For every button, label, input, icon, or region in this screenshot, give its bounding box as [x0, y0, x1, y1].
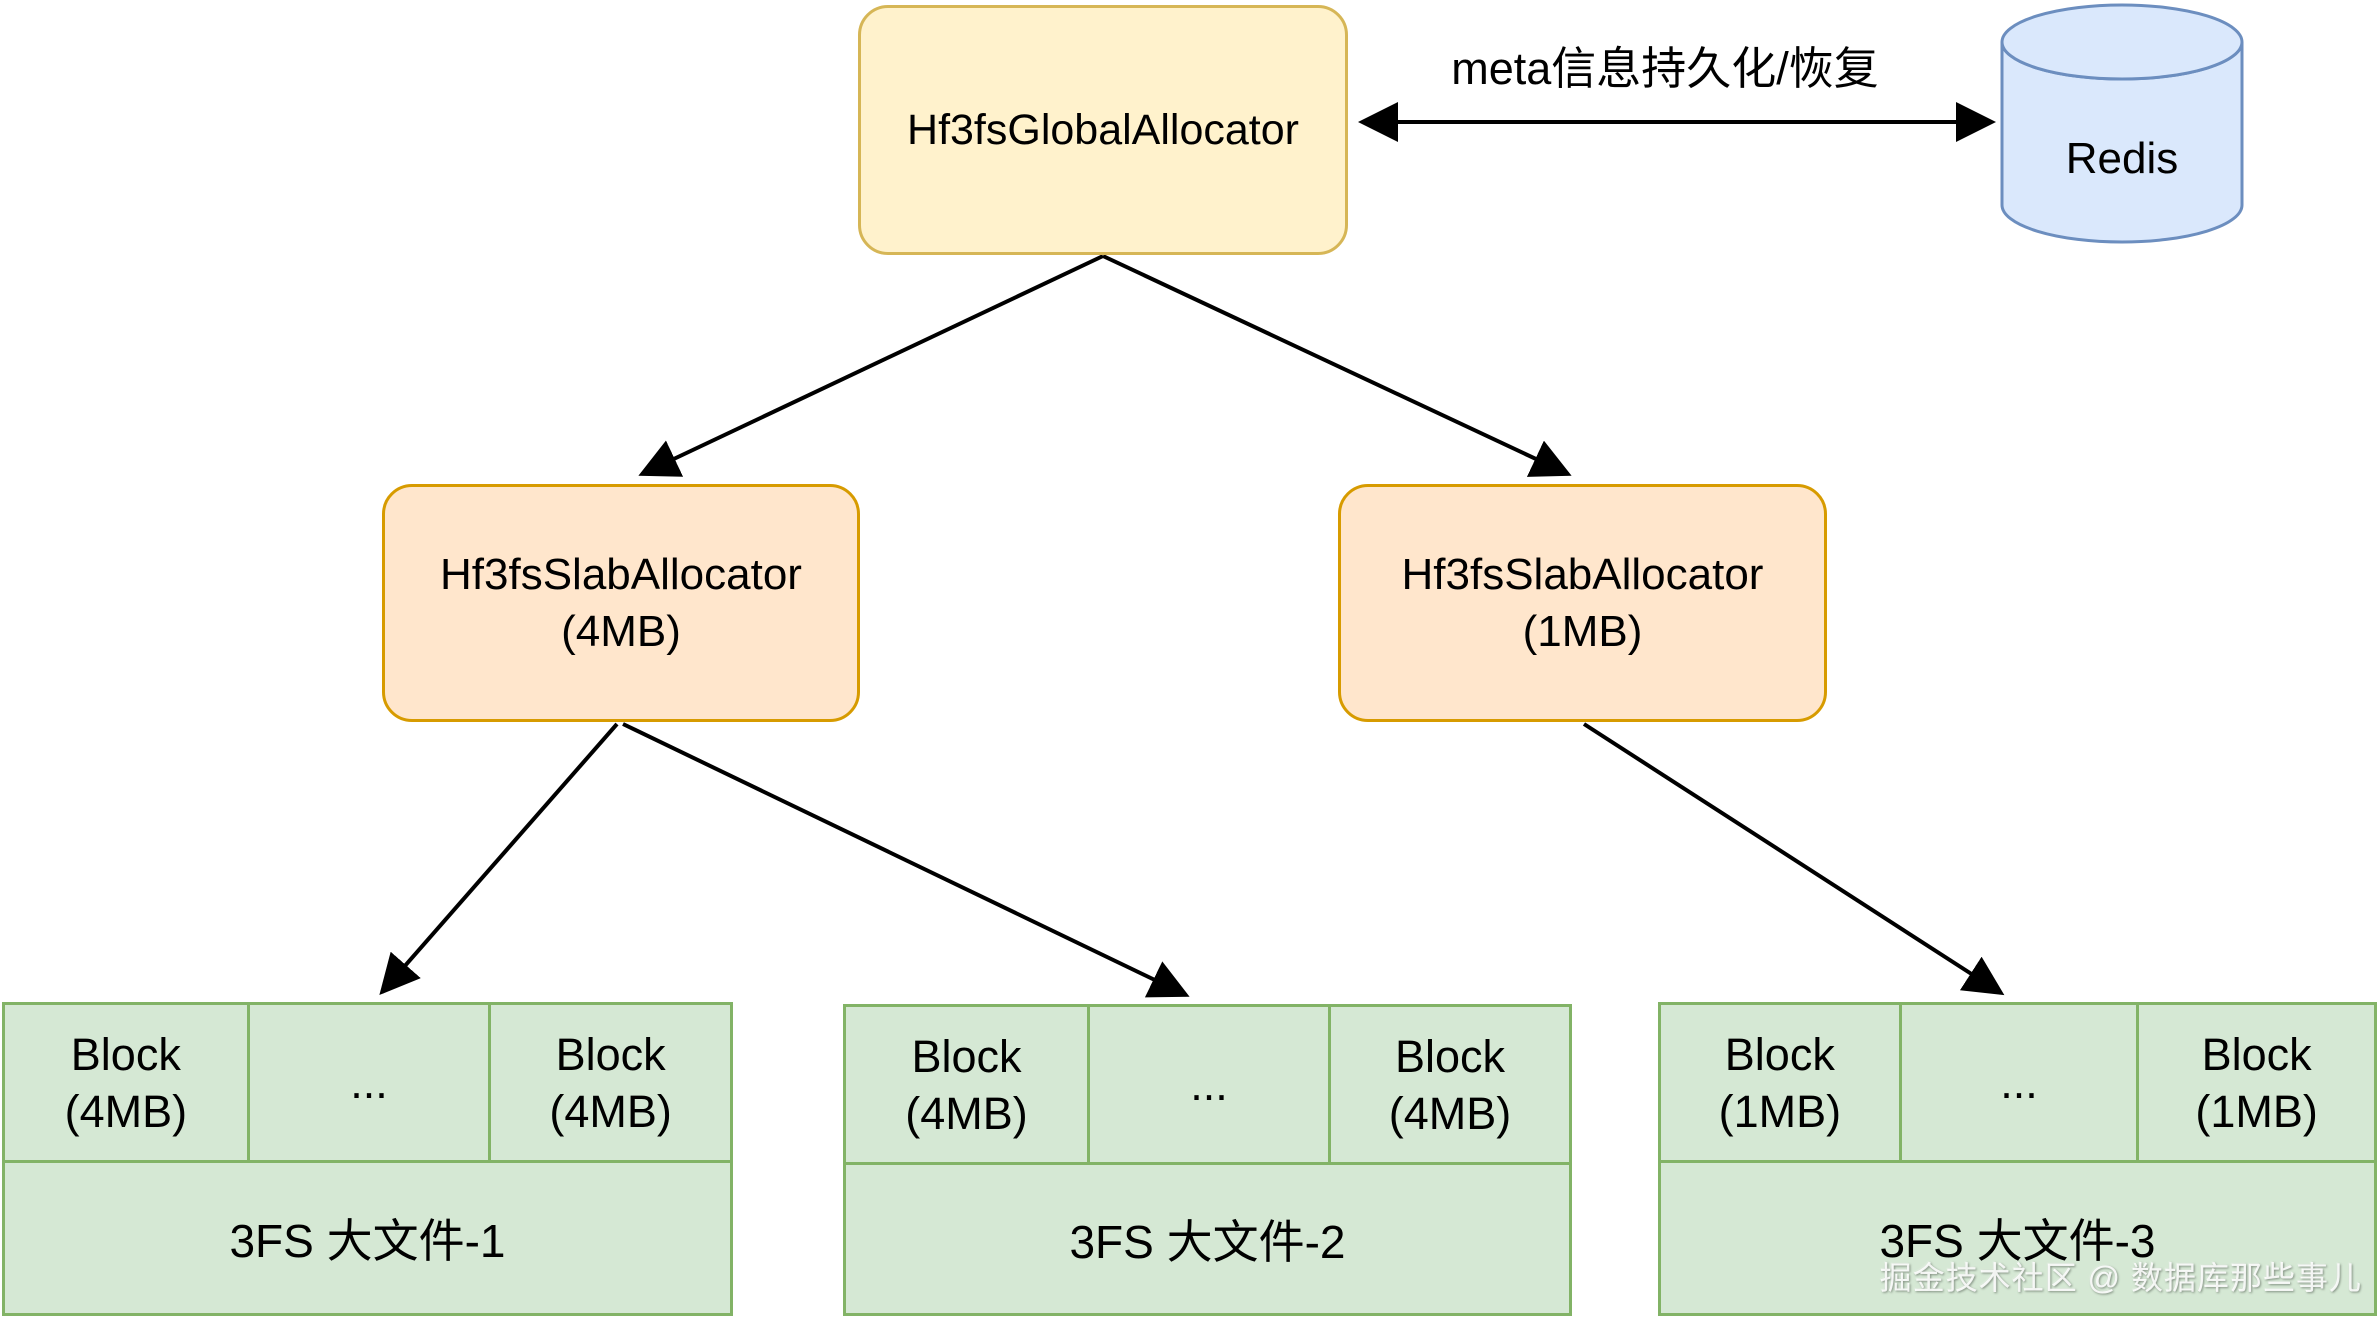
- block-cell-line1: Block: [911, 1030, 1022, 1082]
- arrow-slab4mb-to-file1: [379, 722, 619, 996]
- slab-1mb-label-line1: Hf3fsSlabAllocator: [1401, 550, 1764, 599]
- block-cell: Block (4MB): [5, 1005, 247, 1160]
- block-cell-line2: (4MB): [549, 1085, 672, 1137]
- file-table-2-block-row: Block (4MB) ... Block (4MB): [846, 1007, 1569, 1165]
- slab-1mb-label-line2: (1MB): [1522, 607, 1643, 656]
- block-cell-line2: (4MB): [64, 1085, 188, 1137]
- block-cell-line1: Block: [70, 1028, 181, 1080]
- file-table-3-block-row: Block (1MB) ... Block (1MB): [1661, 1005, 2374, 1163]
- block-cell-line2: (1MB): [2195, 1085, 2318, 1137]
- block-cell: Block (1MB): [2136, 1005, 2374, 1160]
- block-cell: Block (1MB): [1661, 1005, 1899, 1160]
- block-cell-ellipsis: ...: [1898, 1005, 2137, 1160]
- block-cell-line1: Block: [2201, 1028, 2312, 1080]
- node-global-allocator: Hf3fsGlobalAllocator: [858, 5, 1348, 255]
- node-redis: Redis: [1998, 2, 2246, 246]
- node-slab-allocator-1mb: Hf3fsSlabAllocator (1MB): [1338, 484, 1827, 722]
- ellipsis-label: ...: [1190, 1059, 1228, 1110]
- node-slab-allocator-4mb: Hf3fsSlabAllocator (4MB): [382, 484, 860, 722]
- block-cell-ellipsis: ...: [1087, 1007, 1328, 1162]
- slab-4mb-label-line2: (4MB): [561, 607, 681, 656]
- file-table-3: Block (1MB) ... Block (1MB) 3FS 大文件-3: [1658, 1002, 2377, 1316]
- arrow-slab1mb-to-file3: [1582, 722, 2005, 996]
- arrow-global-to-slab-1mb: [1102, 254, 1572, 477]
- ellipsis-label: ...: [350, 1057, 388, 1108]
- database-cylinder-icon: [2000, 3, 2244, 244]
- block-cell-line1: Block: [555, 1028, 666, 1080]
- file-label-2: 3FS 大文件-2: [1069, 1216, 1346, 1268]
- global-allocator-label: Hf3fsGlobalAllocator: [907, 105, 1299, 154]
- arrow-slab4mb-to-file2: [622, 722, 1190, 998]
- file-label-3: 3FS 大文件-3: [1879, 1215, 2156, 1267]
- file-label-1: 3FS 大文件-1: [229, 1215, 506, 1267]
- block-cell: Block (4MB): [846, 1007, 1087, 1162]
- block-cell: Block (4MB): [1328, 1007, 1569, 1162]
- block-cell-line1: Block: [1724, 1028, 1835, 1080]
- block-cell-line2: (1MB): [1718, 1085, 1842, 1137]
- block-cell-line2: (4MB): [1388, 1087, 1512, 1139]
- block-cell-line2: (4MB): [905, 1087, 1028, 1139]
- file-table-1-block-row: Block (4MB) ... Block (4MB): [5, 1005, 730, 1163]
- watermark: 掘金技术社区 @ 数据库那些事儿: [1879, 1260, 2362, 1296]
- slab-4mb-label-line1: Hf3fsSlabAllocator: [440, 550, 802, 599]
- file-table-1: Block (4MB) ... Block (4MB) 3FS 大文件-1: [2, 1002, 733, 1316]
- arrow-global-to-slab-4mb: [638, 254, 1104, 477]
- block-cell-line1: Block: [1394, 1030, 1506, 1082]
- file-table-2: Block (4MB) ... Block (4MB) 3FS 大文件-2: [843, 1004, 1572, 1316]
- ellipsis-label: ...: [2000, 1057, 2038, 1108]
- meta-persist-restore-label: meta信息持久化/恢复: [1451, 43, 1879, 94]
- block-cell-ellipsis: ...: [246, 1005, 489, 1160]
- redis-label: Redis: [2065, 134, 2179, 183]
- block-cell: Block (4MB): [488, 1005, 730, 1160]
